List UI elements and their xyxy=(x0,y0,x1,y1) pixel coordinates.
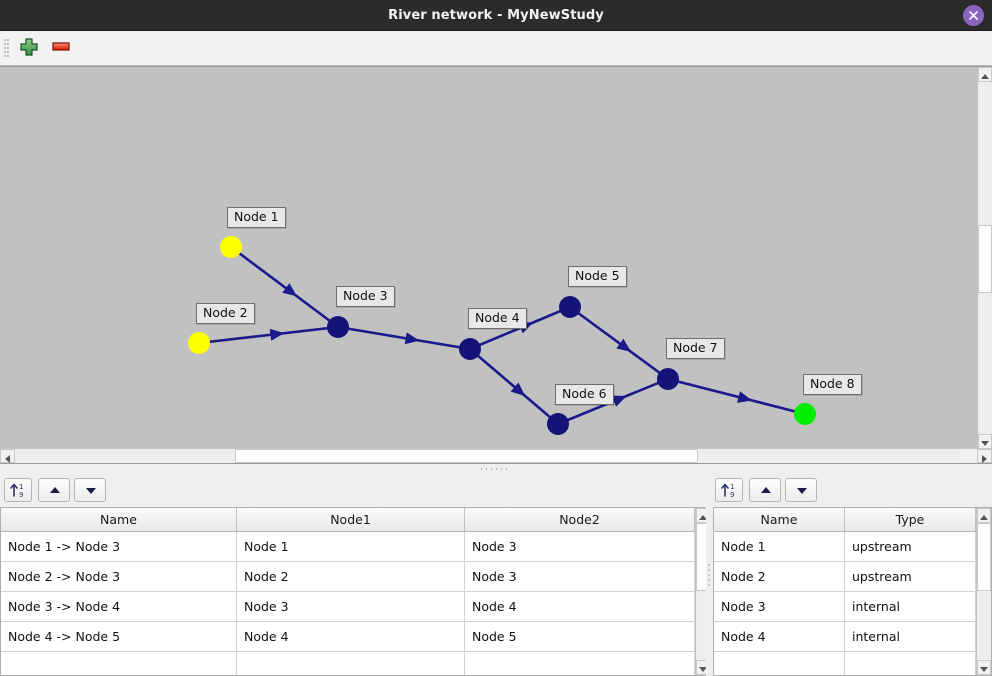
nodes-column-header-type[interactable]: Type xyxy=(845,508,976,531)
graph-node-label-node-8[interactable]: Node 8 xyxy=(803,374,862,395)
nodes-cell-name[interactable]: Node 4 xyxy=(714,622,845,651)
nodes-cell-type[interactable]: upstream xyxy=(845,562,976,591)
graph-scroll-down-arrow[interactable] xyxy=(978,434,992,449)
nodes-vertical-scrollbar[interactable] xyxy=(976,508,991,675)
graph-horizontal-scrollbar[interactable] xyxy=(0,448,992,463)
graph-node-label-node-6[interactable]: Node 6 xyxy=(555,384,614,405)
nodes-cell-type[interactable]: internal xyxy=(845,622,976,651)
reaches-cell-name[interactable]: Node 2 -> Node 3 xyxy=(1,562,237,591)
window-title: River network - MyNewStudy xyxy=(388,8,604,23)
graph-node-label-node-4[interactable]: Node 4 xyxy=(468,308,527,329)
reaches-move-down-button[interactable] xyxy=(74,478,106,502)
reaches-table-row[interactable] xyxy=(1,652,695,675)
reaches-cell-node2[interactable]: Node 4 xyxy=(465,592,695,621)
reaches-cell-name[interactable]: Node 4 -> Node 5 xyxy=(1,622,237,651)
reaches-move-up-button[interactable] xyxy=(38,478,70,502)
close-icon[interactable] xyxy=(963,5,984,26)
nodes-cell-name[interactable] xyxy=(714,652,845,675)
svg-text:1: 1 xyxy=(19,483,23,491)
reaches-cell-node1[interactable]: Node 1 xyxy=(237,532,465,561)
vertical-splitter[interactable] xyxy=(706,474,712,676)
svg-text:9: 9 xyxy=(730,491,734,499)
delete-node-button[interactable] xyxy=(50,36,76,60)
reaches-cell-node1[interactable]: Node 4 xyxy=(237,622,465,651)
reaches-cell-node2[interactable]: Node 5 xyxy=(465,622,695,651)
graph-vertical-scroll-thumb[interactable] xyxy=(978,225,992,293)
reaches-cell-node2[interactable]: Node 3 xyxy=(465,562,695,591)
title-bar: River network - MyNewStudy xyxy=(0,0,992,31)
graph-node-label-node-3[interactable]: Node 3 xyxy=(336,286,395,307)
reaches-cell-node1[interactable]: Node 3 xyxy=(237,592,465,621)
reaches-cell-node1[interactable] xyxy=(237,652,465,675)
reaches-cell-node2[interactable]: Node 3 xyxy=(465,532,695,561)
reaches-cell-name[interactable]: Node 1 -> Node 3 xyxy=(1,532,237,561)
main-toolbar xyxy=(0,31,992,66)
reaches-column-header-node1[interactable]: Node1 xyxy=(237,508,465,531)
nodes-table-row[interactable] xyxy=(714,652,976,675)
network-graph-canvas[interactable]: Node 1 Node 2 Node 3 Node 4 Node 5 Node 6 Node… xyxy=(0,67,976,449)
toolbar-grip[interactable] xyxy=(4,39,9,58)
nodes-cell-name[interactable]: Node 3 xyxy=(714,592,845,621)
svg-text:9: 9 xyxy=(19,491,23,499)
nodes-scroll-down-arrow[interactable] xyxy=(977,660,991,675)
nodes-move-down-button[interactable] xyxy=(785,478,817,502)
graph-node-label-node-5[interactable]: Node 5 xyxy=(568,266,627,287)
reaches-cell-name[interactable]: Node 3 -> Node 4 xyxy=(1,592,237,621)
reaches-column-header-name[interactable]: Name xyxy=(1,508,237,531)
horizontal-splitter[interactable] xyxy=(0,464,992,474)
graph-horizontal-scroll-thumb[interactable] xyxy=(235,449,698,463)
graph-node-label-node-7[interactable]: Node 7 xyxy=(666,338,725,359)
nodes-cell-type[interactable]: upstream xyxy=(845,532,976,561)
graph-vertical-scrollbar[interactable] xyxy=(977,67,992,449)
svg-text:1: 1 xyxy=(730,483,734,491)
reaches-cell-node1[interactable]: Node 2 xyxy=(237,562,465,591)
nodes-column-header-name[interactable]: Name xyxy=(714,508,845,531)
graph-scroll-left-arrow[interactable] xyxy=(0,449,15,463)
reaches-cell-name[interactable] xyxy=(1,652,237,675)
graph-area: Node 1 Node 2 Node 3 Node 4 Node 5 Node 6 Node… xyxy=(0,66,992,512)
graph-scroll-up-arrow[interactable] xyxy=(978,67,992,82)
graph-node-label-node-2[interactable]: Node 2 xyxy=(196,303,255,324)
reaches-cell-node2[interactable] xyxy=(465,652,695,675)
nodes-sort-button[interactable]: 1 9 xyxy=(715,478,743,502)
nodes-cell-name[interactable]: Node 2 xyxy=(714,562,845,591)
add-node-button[interactable] xyxy=(18,36,44,60)
reaches-sort-button[interactable]: 1 9 xyxy=(4,478,32,502)
reaches-column-header-node2[interactable]: Node2 xyxy=(465,508,695,531)
nodes-vertical-scroll-thumb[interactable] xyxy=(977,523,991,591)
nodes-cell-name[interactable]: Node 1 xyxy=(714,532,845,561)
graph-scroll-right-arrow[interactable] xyxy=(977,449,992,463)
nodes-cell-type[interactable] xyxy=(845,652,976,675)
nodes-move-up-button[interactable] xyxy=(749,478,781,502)
graph-node-label-node-1[interactable]: Node 1 xyxy=(227,207,286,228)
splitter-grip xyxy=(481,468,511,471)
nodes-scroll-up-arrow[interactable] xyxy=(977,508,991,523)
nodes-cell-type[interactable]: internal xyxy=(845,592,976,621)
